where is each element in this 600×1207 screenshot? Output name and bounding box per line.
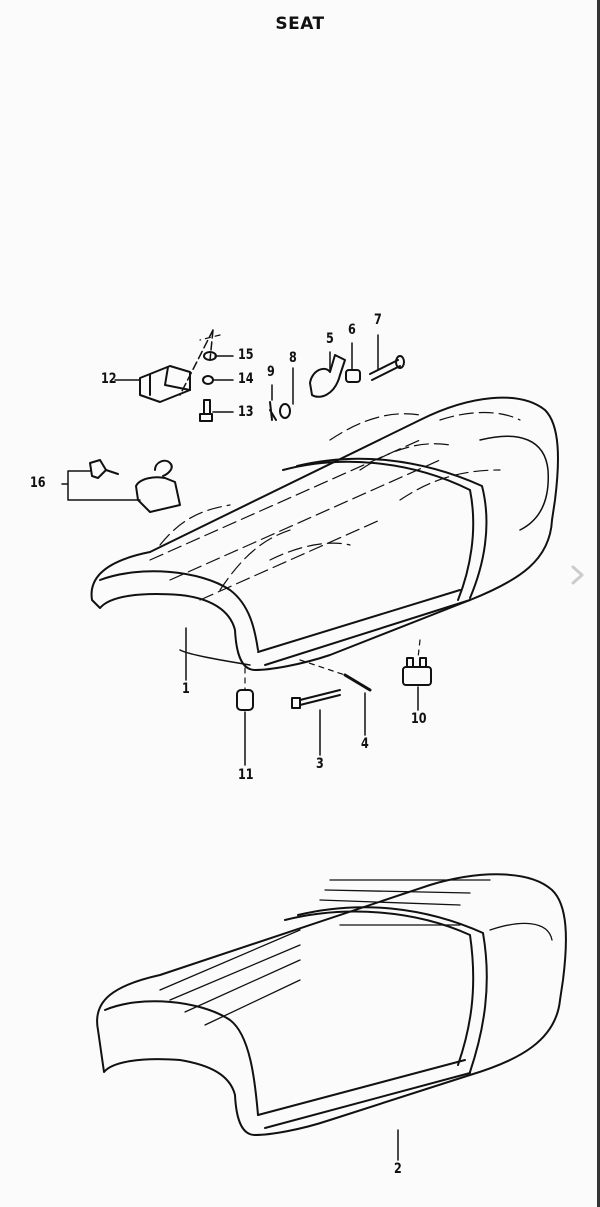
callout-15: 15	[237, 347, 254, 363]
callout-10: 10	[410, 711, 427, 727]
callout-5: 5	[325, 331, 334, 347]
page-edge	[597, 0, 600, 1207]
seat-assembly-ribbed	[96, 873, 567, 1161]
bolt-3	[291, 689, 341, 709]
callout-7: 7	[373, 312, 382, 328]
callout-16: 16	[29, 475, 46, 491]
rubber-11	[236, 689, 254, 711]
callout-9: 9	[266, 364, 275, 380]
callout-3: 3	[315, 756, 324, 772]
key-and-lock-16	[89, 459, 181, 513]
pin-4	[343, 673, 372, 692]
callout-11: 11	[237, 767, 254, 783]
clip-9	[269, 401, 277, 421]
callout-13: 13	[237, 404, 254, 420]
cushion-10	[402, 657, 432, 686]
callout-1: 1	[181, 681, 190, 697]
chevron-right-icon[interactable]	[566, 564, 588, 586]
callout-8: 8	[288, 350, 297, 366]
nut-6	[345, 369, 361, 383]
seat-assembly-quilted	[90, 396, 559, 671]
bracket-12	[139, 365, 191, 403]
bolt-13	[199, 399, 213, 422]
callout-4: 4	[360, 736, 369, 752]
page-title: SEAT	[275, 14, 325, 34]
callout-14: 14	[237, 371, 254, 387]
pin-7	[369, 355, 405, 381]
callout-6: 6	[347, 322, 356, 338]
latch-5	[309, 354, 346, 398]
callout-2: 2	[393, 1161, 402, 1177]
washer-8	[279, 403, 291, 419]
callout-12: 12	[100, 371, 117, 387]
